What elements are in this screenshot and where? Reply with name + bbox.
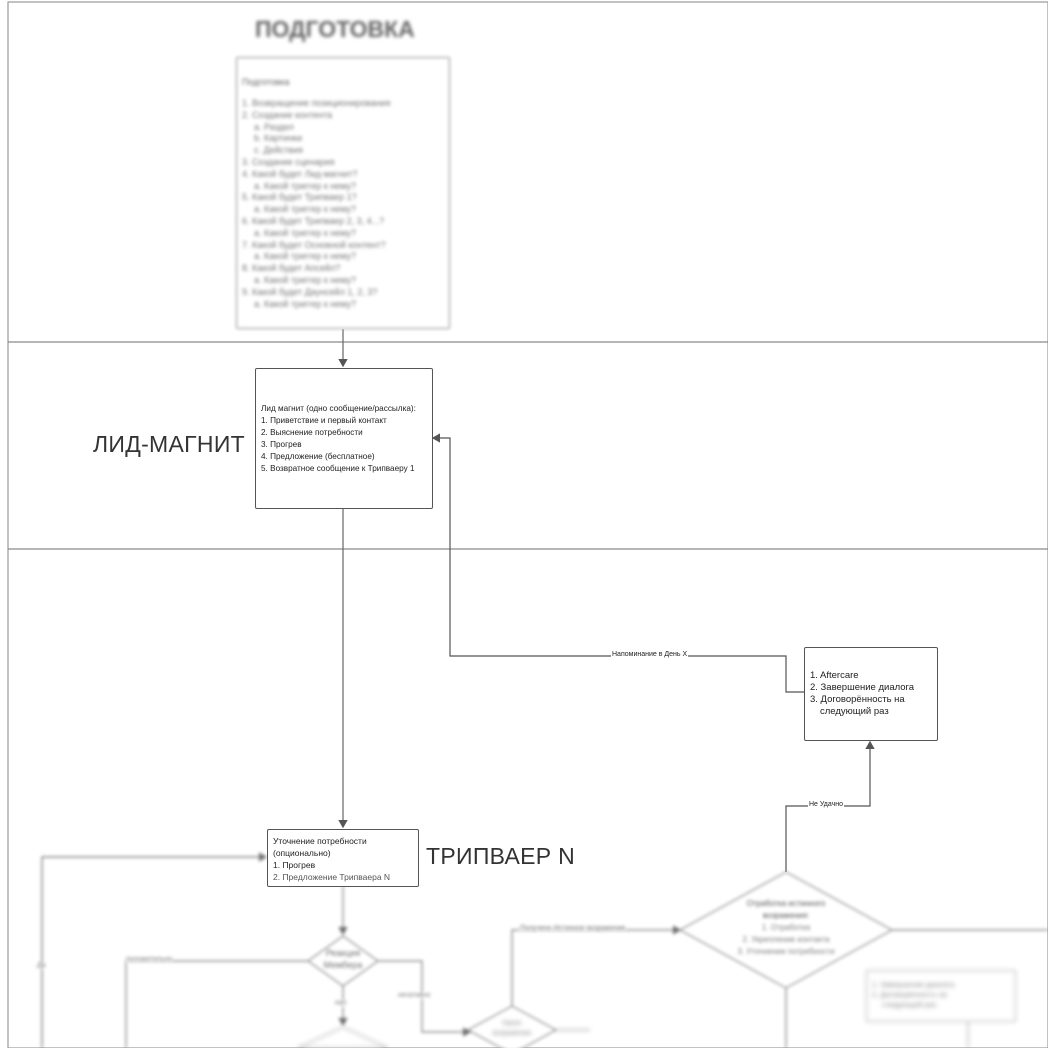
- prep-item: a. Какой триггер к нему?: [254, 227, 357, 238]
- lane-title-prep: ПОДГОТОВКА: [255, 16, 415, 42]
- small-diamond-text[interactable]: Какое возражение: [482, 1019, 542, 1039]
- edge-label-no: Нет: [334, 1000, 348, 1007]
- aftercare-item: 1. Aftercare: [810, 670, 859, 681]
- objection-diamond-text[interactable]: Отработка истинного возражения: 1. Отраб…: [716, 898, 856, 958]
- prep-item: 5. Какой будет Трипваер 1?: [242, 192, 357, 203]
- end-item: 1. Завершение диалога: [872, 980, 955, 989]
- prep-item: a. Какой триггер к нему?: [254, 251, 357, 262]
- edge-label-fail: Не Удачно: [808, 801, 845, 808]
- edge-label-positive: положительно: [125, 956, 174, 963]
- prep-box-list: 1. Возвращение позиционирования 2. Созда…: [242, 98, 444, 310]
- lead-item: 5. Возвратное сообщение к Трипваеру 1: [261, 464, 415, 473]
- prep-item: 7. Какой будет Основной контент?: [242, 239, 386, 250]
- lead-item: 4. Предложение (бесплатное): [261, 452, 375, 461]
- lane-title-lead: ЛИД-МАГНИТ: [93, 431, 246, 457]
- objection-line: возражения:: [762, 911, 810, 920]
- small-diamond-line: Какое: [502, 1020, 522, 1027]
- prep-item: a. Какой триггер к нему?: [254, 274, 357, 285]
- edge-label-yes: Да: [36, 962, 47, 969]
- lane-title-tripwire: ТРИПВАЕР N: [426, 843, 576, 869]
- reaction-line: Реакция: [325, 948, 361, 958]
- prep-item: a. Какой триггер к нему?: [254, 298, 357, 309]
- connector-positive: [125, 960, 308, 1048]
- end-dialog-box[interactable]: 1. Завершение диалога 2. Договорённость …: [866, 970, 1016, 1022]
- objection-line: 2. Укрепление контакта: [742, 935, 830, 944]
- lower-diamond-shape: [297, 1026, 389, 1048]
- reaction-line: Мембера: [323, 960, 363, 970]
- prep-box[interactable]: Подготовка 1. Возвращение позиционирован…: [236, 57, 450, 329]
- end-item: следующий раз: [882, 1000, 937, 1009]
- prep-item: 4. Какой будет Лид-магнит?: [242, 168, 358, 179]
- prep-item: b. Картинки: [254, 133, 303, 144]
- swimlane-frame: [7, 1, 1048, 1048]
- objection-line: 3. Уточнение потребности: [737, 947, 835, 956]
- prep-item: a. Раздел: [254, 121, 294, 132]
- small-diamond-shape: [466, 1005, 558, 1048]
- tripwire-box[interactable]: Уточнение потребности (опционально) 1. П…: [267, 829, 419, 887]
- lead-box-heading: Лид магнит (одно сообщение/рассылка):: [261, 404, 416, 413]
- prep-box-heading: Подготовка: [242, 77, 290, 87]
- edge-label-negative: негативно: [397, 992, 432, 999]
- aftercare-item: 3. Договорённость на: [810, 694, 905, 705]
- reaction-diamond-text[interactable]: Реакция Мембера: [313, 947, 373, 971]
- prep-item: c. Действия: [254, 145, 303, 156]
- lead-magnet-box[interactable]: Лид магнит (одно сообщение/рассылка): 1.…: [255, 368, 433, 509]
- lead-item: 1. Приветствие и первый контакт: [261, 416, 387, 425]
- prep-item: 9. Какой будет Даунсейл 1, 2, 3?: [242, 286, 378, 297]
- prep-item: a. Какой триггер к нему?: [254, 204, 357, 215]
- lead-item: 2. Выяснение потребности: [261, 428, 363, 437]
- prep-item: 1. Возвращение позиционирования: [242, 98, 391, 108]
- edge-label-true-objection: Получено Истинное возражение: [519, 925, 627, 932]
- lead-item: 3. Прогрев: [261, 440, 302, 449]
- end-item: 2. Договорённость на: [872, 990, 947, 999]
- tripwire-item: (опционально): [273, 848, 331, 858]
- aftercare-item: следующий раз: [820, 706, 889, 717]
- prep-item: 3. Создание сценария: [242, 156, 335, 167]
- aftercare-item: 2. Завершение диалога: [810, 682, 915, 693]
- objection-line: 1. Отработка: [761, 923, 811, 932]
- small-diamond-line: возражение: [492, 1030, 532, 1037]
- edge-label-reminder: Напоминание в День X: [611, 651, 689, 658]
- tripwire-item: 1. Прогрев: [273, 860, 316, 870]
- prep-item: 6. Какой будет Трипваер 2, 3, 4...?: [242, 215, 385, 226]
- prep-item: 2. Создание контента: [242, 109, 333, 120]
- tripwire-item: 2. Предложение Трипваера N: [273, 872, 391, 882]
- tripwire-item: Уточнение потребности: [273, 836, 367, 846]
- aftercare-box[interactable]: 1. Aftercare 2. Завершение диалога 3. До…: [804, 647, 938, 741]
- objection-line: Отработка истинного: [746, 899, 826, 908]
- connector-true-objection: [511, 925, 682, 1006]
- connector-yes-loop: [41, 852, 268, 1048]
- prep-item: 8. Какой будет Апсейл?: [242, 263, 341, 274]
- prep-item: a. Какой триггер к нему?: [254, 180, 357, 191]
